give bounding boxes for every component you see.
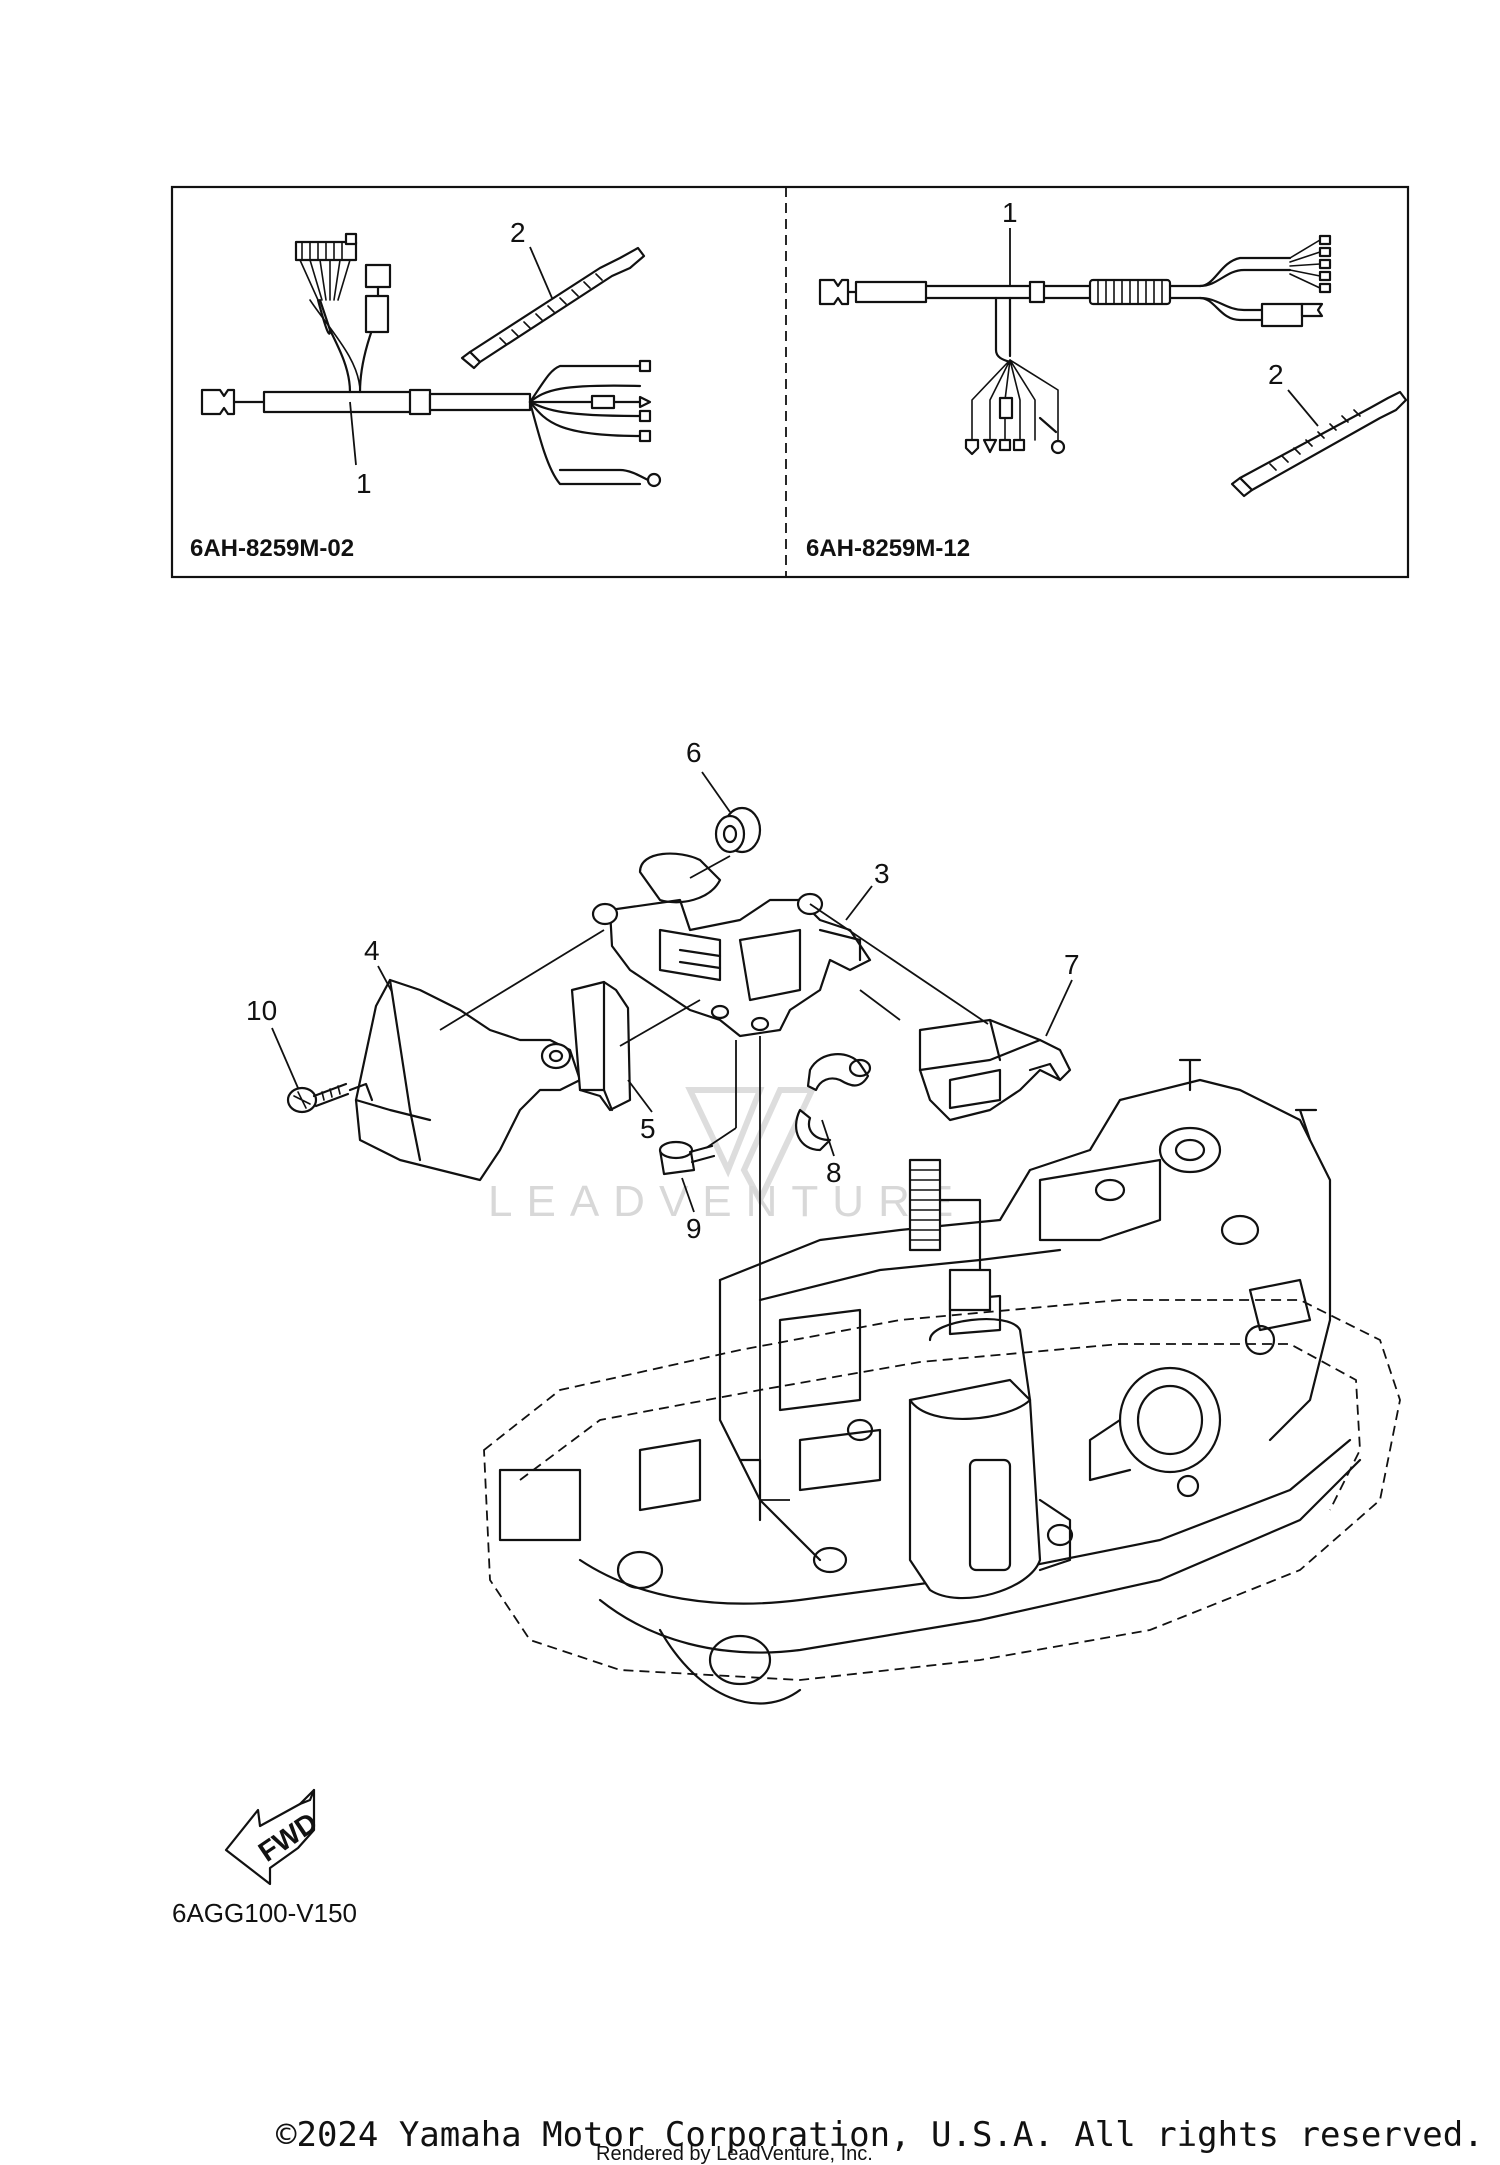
- callout-1-right: 1: [1002, 197, 1018, 228]
- wire-harness-left-drawing: [200, 232, 662, 488]
- callout-5: 5: [640, 1113, 656, 1144]
- callout-2-left: 2: [510, 217, 526, 248]
- cable-tie-right-drawing: [1230, 390, 1408, 498]
- assembly-leader-lines: [439, 855, 989, 1501]
- part-code-right: 6AH-8259M-12: [806, 535, 970, 562]
- part-6-grommet: [714, 806, 762, 854]
- rendered-by-notice: Rendered by LeadVenture, Inc.: [596, 2143, 873, 2165]
- part-3-bracket: [591, 852, 872, 1038]
- callout-8: 8: [826, 1157, 842, 1188]
- figure-code: 6AGG100-V150: [172, 1898, 357, 1928]
- part-8-clamp: [795, 1053, 872, 1152]
- fwd-arrow-icon: FWD: [224, 1788, 323, 1886]
- callouts: 6 3 4 10 5 7 8 9: [246, 737, 1080, 1244]
- callout-3: 3: [874, 858, 890, 889]
- callout-4: 4: [364, 935, 380, 966]
- inset-panel: [170, 185, 1410, 579]
- part-4-cover: [348, 978, 582, 1182]
- inset-right-labels: 1 2 6AH-8259M-12: [806, 197, 1319, 562]
- callout-6: 6: [686, 737, 702, 768]
- inset-left-labels: 1 2 6AH-8259M-02: [190, 217, 553, 562]
- callout-9: 9: [686, 1213, 702, 1244]
- part-code-left: 6AH-8259M-02: [190, 535, 354, 562]
- callout-1-left: 1: [356, 468, 372, 499]
- copyright-notice: ©2024 Yamaha Motor Corporation, U.S.A. A…: [276, 2115, 1484, 2155]
- callout-2-right: 2: [1268, 359, 1284, 390]
- callout-7: 7: [1064, 949, 1080, 980]
- engine-block-drawing: [483, 1058, 1401, 1705]
- cable-tie-left-drawing: [460, 246, 646, 370]
- watermark-text: LEADVENTURE: [488, 1177, 967, 1226]
- part-9-bolt: [658, 1140, 716, 1176]
- part-7-holder: [918, 1018, 1072, 1122]
- watermark: LEADVENTURE: [488, 1087, 967, 1226]
- callout-10: 10: [246, 995, 277, 1026]
- wire-harness-right-drawing: [818, 234, 1332, 456]
- part-10-screw: [286, 1082, 350, 1114]
- part-5-plate: [570, 980, 632, 1112]
